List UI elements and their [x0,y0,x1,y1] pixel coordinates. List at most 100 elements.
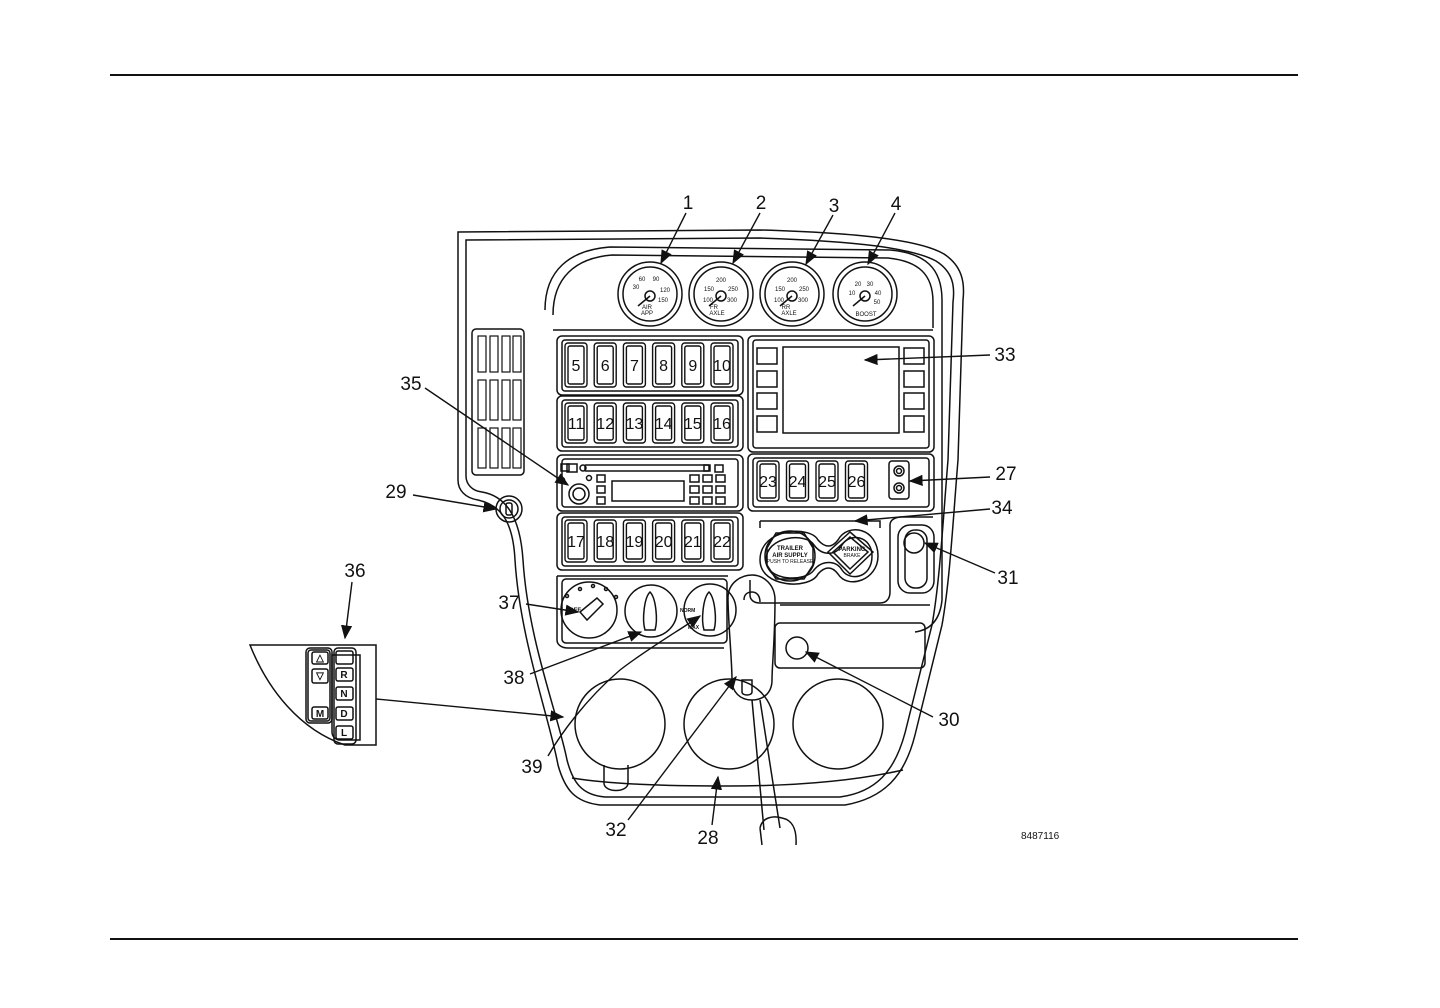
callout-34: 34 [991,498,1013,519]
gauge-3-tick-2: 150 [775,287,786,293]
switch-7[interactable]: 7 [623,343,645,387]
switch-26-label: 26 [848,474,866,491]
switch-16[interactable]: 16 [711,403,733,443]
gauge-4-tick-4: 40 [875,291,882,297]
gauge-4-tick-2: 30 [867,282,874,288]
gauge-2-tick-2: 150 [704,287,715,293]
leader-27 [910,477,990,481]
trailer-label-3: PUSH TO RELEASE [767,559,814,565]
switch-19[interactable]: 19 [623,520,645,562]
callout-33: 33 [994,345,1015,366]
switch-26[interactable]: 26 [846,461,868,501]
switch-15[interactable]: 15 [682,403,704,443]
switch-17[interactable]: 17 [565,520,587,562]
leader-36 [345,582,352,638]
switch-19-label: 19 [626,534,644,551]
callout-39: 39 [521,757,542,778]
switch-8[interactable]: 8 [653,343,675,387]
switch-12[interactable]: 12 [594,403,616,443]
switch-5-label: 5 [572,358,581,375]
switch-15-label: 15 [684,416,702,433]
switch-14-label: 14 [655,416,673,433]
switch-22[interactable]: 22 [711,520,733,562]
switch-10-label: 10 [713,358,731,375]
switch-12-label: 12 [596,416,614,433]
gauge-3-tick-5: 100 [774,298,785,304]
parking-label-2: BRAKE [844,553,862,559]
gauge-1-tick-4: 120 [660,288,671,294]
gauge-2-tick-3: 250 [728,287,739,293]
switch-24[interactable]: 24 [787,461,809,501]
switch-14[interactable]: 14 [653,403,675,443]
switch-5[interactable]: 5 [565,343,587,387]
switch-23-label: 23 [759,474,777,491]
callout-31: 31 [997,568,1018,589]
leader-31 [925,543,995,573]
switch-23[interactable]: 23 [757,461,779,501]
leader-36b [376,699,563,717]
switch-9-label: 9 [688,358,697,375]
callout-28: 28 [697,828,718,849]
callout-27: 27 [995,464,1016,485]
switch-8-label: 8 [659,358,668,375]
callout-2: 2 [756,193,767,214]
gauge-1-label-2: APP [641,311,653,317]
switch-10[interactable]: 10 [711,343,733,387]
switch-18[interactable]: 18 [594,520,616,562]
switch-6[interactable]: 6 [594,343,616,387]
gauge-1-tick-1: 60 [639,277,646,283]
switch-6-label: 6 [601,358,610,375]
gauge-1-tick-5: 150 [658,298,669,304]
callout-35: 35 [400,374,421,395]
leader-32 [628,677,736,820]
switch-13[interactable]: 13 [623,403,645,443]
switch-11[interactable]: 11 [565,403,587,443]
gauge-1-tick-3: 30 [633,285,640,291]
gauge-4-tick-3: 10 [849,291,856,297]
gauge-2-tick-5: 100 [703,298,714,304]
gauge-2-tick-1: 200 [716,278,727,284]
switch-9[interactable]: 9 [682,343,704,387]
shift-l-label: L [341,728,347,739]
leader-4 [868,213,895,264]
hvac-norm-label: NORM [680,608,695,614]
callout-37: 37 [498,593,519,614]
shift-m-label: M [316,709,324,720]
shift-up-icon: △ [315,653,324,664]
switch-18-label: 18 [596,534,614,551]
switch-11-label: 11 [568,416,585,433]
switch-21-label: 21 [684,534,702,551]
switch-13-label: 13 [626,416,644,433]
callout-29: 29 [385,482,406,503]
switch-25-label: 25 [818,474,836,491]
shift-d-label: D [340,709,347,720]
trailer-label-1: TRAILER [777,546,804,552]
gauge-4-label: BOOST [855,312,876,318]
gauge-2-label-2: AXLE [709,311,724,317]
shift-n-label: N [340,689,347,700]
leader-39 [548,616,700,756]
switch-21[interactable]: 21 [682,520,704,562]
switch-7-label: 7 [630,358,639,375]
switch-20-label: 20 [655,534,673,551]
gauge-4-tick-5: 50 [874,300,881,306]
callout-32: 32 [605,820,626,841]
gauge-3-tick-1: 200 [787,278,798,284]
leader-28 [712,777,718,825]
shift-down-icon: ▽ [315,671,324,682]
leader-30 [806,652,933,717]
switch-25[interactable]: 25 [816,461,838,501]
switch-20[interactable]: 20 [653,520,675,562]
hvac-max-label: MAX [688,625,700,631]
callout-3: 3 [829,196,840,217]
gauge-4-tick-1: 20 [855,282,862,288]
callout-4: 4 [891,194,902,215]
gauge-3-tick-4: 300 [798,298,809,304]
gauge-3-tick-3: 250 [799,287,810,293]
callout-30: 30 [938,710,959,731]
switch-24-label: 24 [789,474,807,491]
callout-38: 38 [503,668,524,689]
gauge-2-tick-4: 300 [727,298,738,304]
switch-17-label: 17 [567,534,585,551]
